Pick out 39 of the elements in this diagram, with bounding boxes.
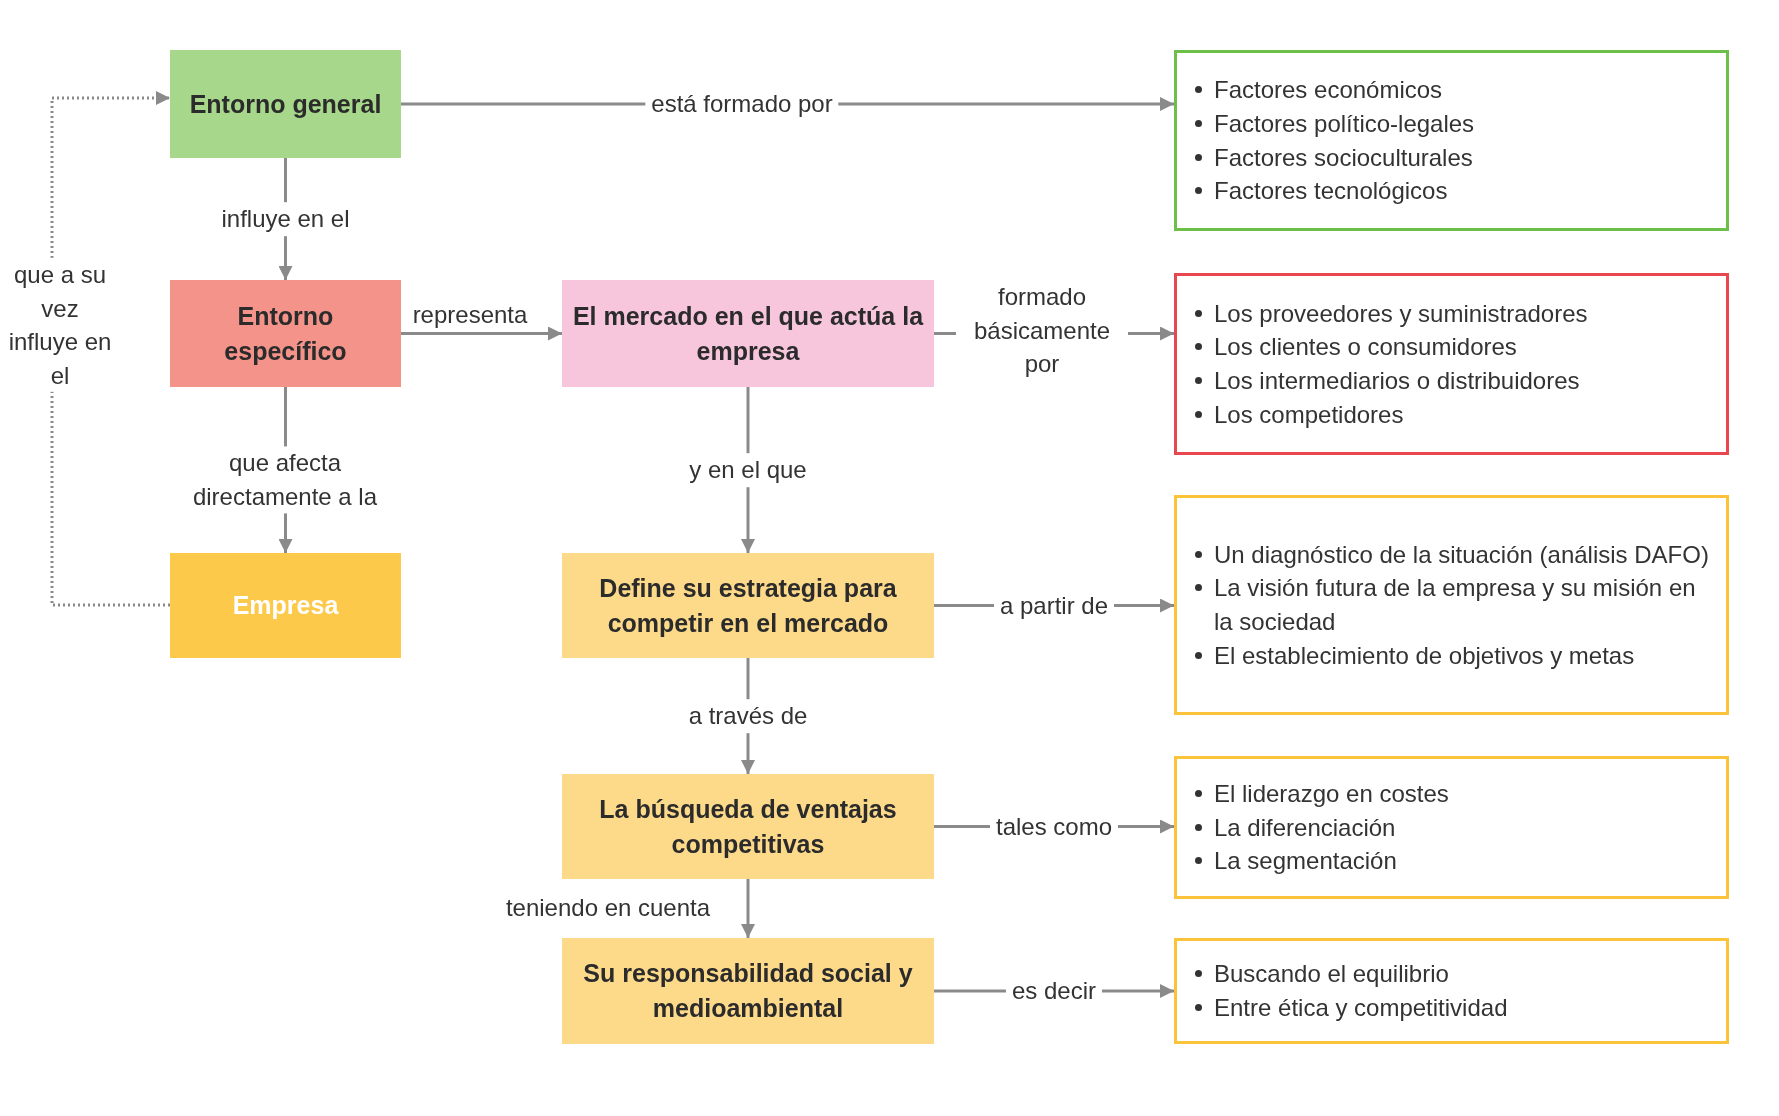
bullet-item: Un diagnóstico de la situación (análisis DAFO) [1214,539,1709,570]
bullet-item: La diferenciación [1214,812,1396,843]
box-label: Define su estrategia para competir en el mercado [598,572,898,639]
bullet-item: Entre ética y competitividad [1214,993,1508,1023]
bullet-item: Factores político-legales [1214,108,1475,139]
bullet-item: Factores tecnológicos [1214,176,1448,207]
bullet-item: El liderazgo en costes [1214,779,1449,810]
list-box [1174,273,1729,455]
list-box [1174,50,1729,231]
bullet-item: La visión futura de la empresa y su misión en la sociedad [1214,573,1697,637]
arrow [741,879,755,938]
list-box [1174,756,1729,899]
concept-box [170,50,401,158]
concept-box [562,553,934,658]
box-label: Su responsabilidad social y medioambiental [582,958,914,1024]
concept-box [170,553,401,658]
list-box [1174,938,1729,1044]
bullet-item: Los proveedores y suministradores [1214,298,1588,329]
bullet-item: Los intermediarios o distribuidores [1214,366,1580,396]
bullet-item: Los clientes o consumidores [1214,332,1517,363]
bullet-item: Los competidores [1214,399,1404,430]
bullet-item: Factores socioculturales [1214,142,1473,173]
edge-label: teniendo en cuenta [504,893,712,924]
bullet-item: La segmentación [1214,846,1397,877]
box-label: Empresa [231,590,340,621]
box-label: Entorno específico [223,300,348,367]
list-box [1174,495,1729,715]
edge-label: representa [411,300,529,331]
concept-box [562,280,934,387]
box-label: La búsqueda de ventajas competitivas [598,793,898,860]
bullet-item: Factores económicos [1214,75,1443,106]
concept-box [170,280,401,387]
concept-box [562,938,934,1044]
arrow [401,326,562,341]
bullet-item: Buscando el equilibrio [1214,959,1449,990]
concept-box [562,774,934,879]
box-label: El mercado en el que actúa la empresa [571,300,925,367]
bullet-item: El establecimiento de objetivos y metas [1214,640,1635,671]
box-label: Entorno general [188,88,383,120]
